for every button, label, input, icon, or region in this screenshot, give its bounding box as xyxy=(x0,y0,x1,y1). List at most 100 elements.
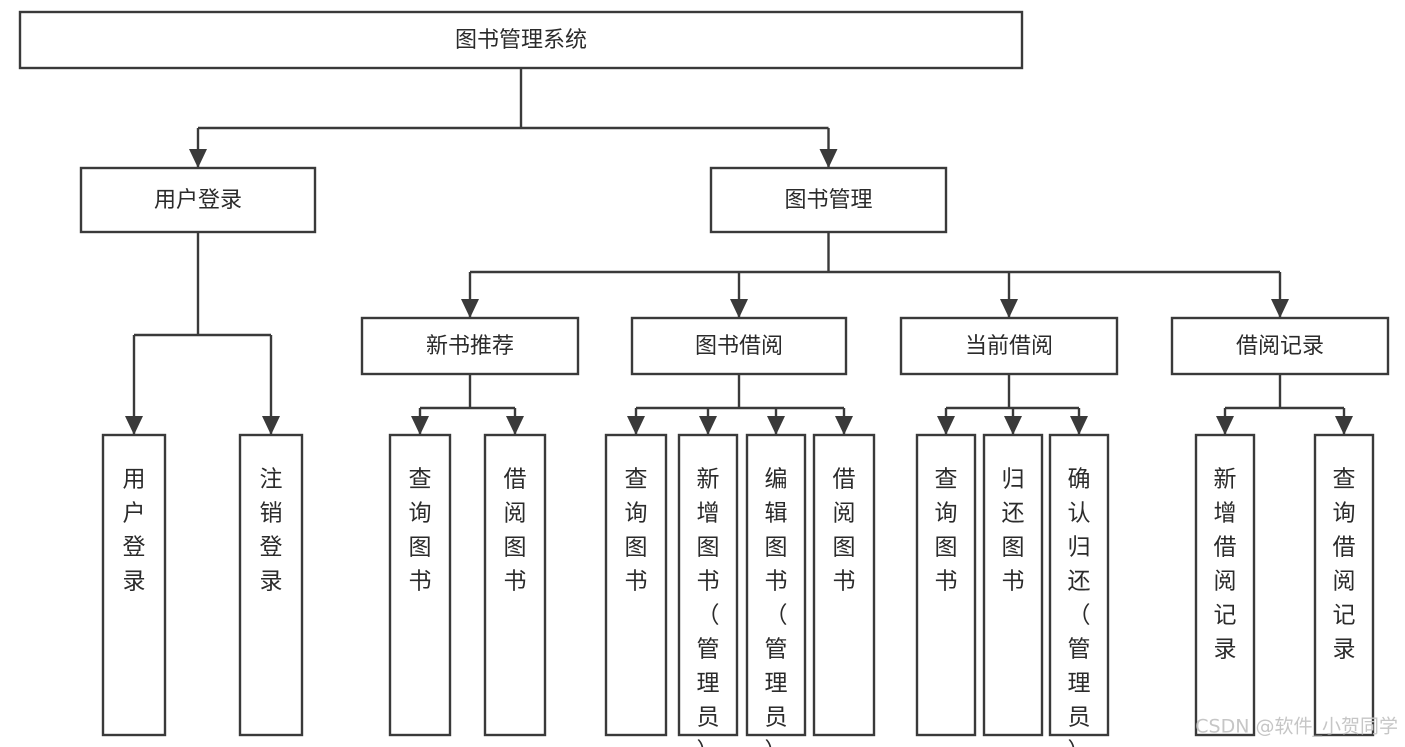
node-label-char: 新 xyxy=(1214,467,1237,493)
node-label-char: 询 xyxy=(625,501,648,527)
node-box xyxy=(812,433,876,737)
node-box xyxy=(604,433,668,737)
node-label-char: 销 xyxy=(260,501,283,527)
node-label-char: 借 xyxy=(504,467,527,493)
node-box xyxy=(1048,433,1110,737)
arrow-head-icon xyxy=(461,299,479,318)
arrow-head-icon xyxy=(1070,416,1088,435)
node-label-char: 记 xyxy=(1333,603,1356,629)
node-label-char: （ xyxy=(697,603,720,629)
arrow-head-icon xyxy=(506,416,524,435)
node-label-char: 管 xyxy=(1068,637,1091,663)
node-label: 图书管理 xyxy=(784,188,872,213)
node-label: 图书借阅 xyxy=(695,334,783,359)
node-label-char: 阅 xyxy=(504,501,527,527)
node-label-char: ） xyxy=(1068,739,1091,747)
arrow-head-icon xyxy=(1216,416,1234,435)
node-label-char: 书 xyxy=(697,569,720,595)
node-label-char: 图 xyxy=(935,535,958,561)
node-box xyxy=(101,433,167,737)
node-label: 当前借阅 xyxy=(965,334,1053,359)
node-box xyxy=(18,10,1024,70)
node-label-char: 询 xyxy=(1333,501,1356,527)
node-box xyxy=(1194,433,1256,737)
node-level2-1[interactable]: 图书管理 xyxy=(709,166,948,234)
node-label-char: 阅 xyxy=(1214,569,1237,595)
arrow-head-icon xyxy=(1271,299,1289,318)
node-label-char: 图 xyxy=(833,535,856,561)
node-root-0[interactable]: 图书管理系统 xyxy=(18,10,1024,70)
node-box xyxy=(1313,433,1375,737)
node-label-char: 录 xyxy=(1333,637,1356,663)
node-box xyxy=(79,166,317,234)
arrow-head-icon xyxy=(411,416,429,435)
node-label-char: 理 xyxy=(765,671,788,697)
node-box xyxy=(360,316,580,376)
node-level3-3[interactable]: 借阅记录 xyxy=(1170,316,1390,376)
node-label-char: 管 xyxy=(697,637,720,663)
arrow-head-icon xyxy=(730,299,748,318)
node-label-char: 记 xyxy=(1214,603,1237,629)
node-label-char: 图 xyxy=(625,535,648,561)
node-box xyxy=(982,433,1044,737)
node-label-char: 辑 xyxy=(765,501,788,527)
arrow-head-icon xyxy=(125,416,143,435)
node-label-char: 管 xyxy=(765,637,788,663)
arrow-head-icon xyxy=(937,416,955,435)
arrow-head-icon xyxy=(819,149,838,168)
node-label-char: 查 xyxy=(625,467,648,493)
node-label: 新书推荐 xyxy=(426,334,514,359)
node-level3-1[interactable]: 图书借阅 xyxy=(630,316,848,376)
node-label-char: 查 xyxy=(409,467,432,493)
arrow-head-icon xyxy=(189,149,207,168)
node-level3-0[interactable]: 新书推荐 xyxy=(360,316,580,376)
node-box xyxy=(483,433,547,737)
node-leaf-0[interactable]: 用户登录 xyxy=(101,433,167,737)
node-label-char: 员 xyxy=(697,705,720,731)
node-label-char: 询 xyxy=(409,501,432,527)
node-level3-2[interactable]: 当前借阅 xyxy=(899,316,1119,376)
arrow-head-icon xyxy=(262,416,280,435)
node-label-char: 图 xyxy=(697,535,720,561)
node-label-char: 录 xyxy=(123,569,146,595)
node-label-char: 员 xyxy=(765,705,788,731)
node-label-char: 录 xyxy=(1214,637,1237,663)
node-level2-0[interactable]: 用户登录 xyxy=(79,166,317,234)
arrow-head-icon xyxy=(835,416,853,435)
node-label-char: 图 xyxy=(1002,535,1025,561)
node-box xyxy=(238,433,304,737)
node-box xyxy=(1170,316,1390,376)
node-label: 图书管理系统 xyxy=(455,28,587,53)
node-label-char: 图 xyxy=(765,535,788,561)
node-label-char: 理 xyxy=(697,671,720,697)
node-label-char: 书 xyxy=(765,569,788,595)
node-label-char: 书 xyxy=(625,569,648,595)
arrow-head-icon xyxy=(1004,416,1022,435)
node-label-char: 书 xyxy=(935,569,958,595)
node-label-char: 增 xyxy=(697,501,720,527)
node-box xyxy=(745,433,807,737)
node-label-char: 户 xyxy=(123,501,146,527)
node-label: 用户登录 xyxy=(154,188,242,213)
node-label: 借阅记录 xyxy=(1236,334,1324,359)
arrow-head-icon xyxy=(627,416,645,435)
node-label-char: 借 xyxy=(1214,535,1237,561)
node-label-char: ） xyxy=(765,739,788,747)
node-label-char: 书 xyxy=(409,569,432,595)
node-label-char: 注 xyxy=(260,467,283,493)
node-label-char: 录 xyxy=(260,569,283,595)
